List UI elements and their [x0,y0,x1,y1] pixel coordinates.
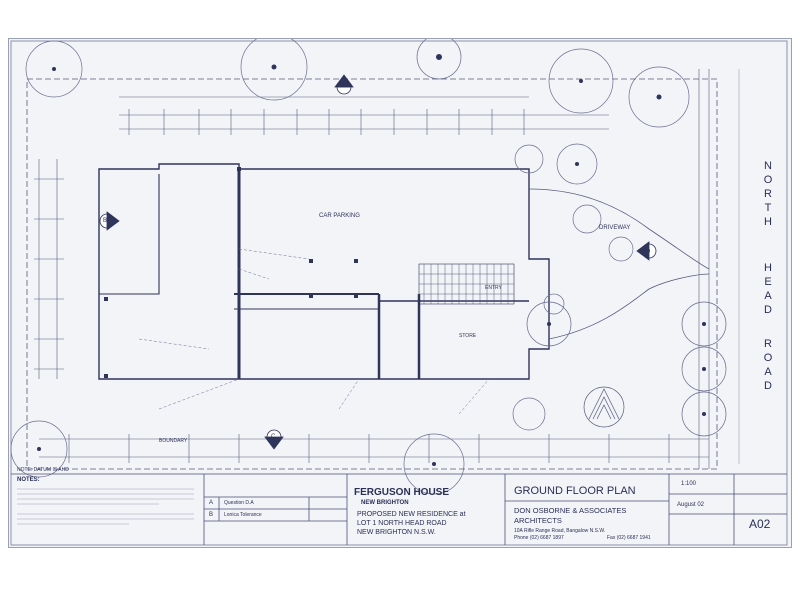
description-line-1: PROPOSED NEW RESIDENCE at [357,511,466,518]
notes-heading: NOTES: [17,477,40,483]
drawing-number: A02 [749,517,771,531]
road-name-letter: D [764,380,772,392]
road-name-letter: H [764,216,772,228]
drawing-title: GROUND FLOOR PLAN [514,485,636,497]
road-name-letter: A [764,290,772,302]
revision-b-code: B [209,512,214,518]
section-marker-d-letter: D [646,249,651,255]
road-name-letter: R [764,338,772,350]
label-note: NOTE: DATUM IS AHD [17,467,69,473]
ground-floor-plan: A B C D CAR PARKING DRIVEWAY ENTRY STORE… [10,39,788,546]
project-title: FERGUSON HOUSE [354,487,450,498]
road-name-letter: O [763,352,773,364]
revision-a-desc: Question D.A [224,500,254,506]
site-boundary [26,78,718,470]
section-marker-b-letter: B [103,218,107,224]
revision-a-code: A [209,500,214,506]
drawing-sheet: A B C D CAR PARKING DRIVEWAY ENTRY STORE… [8,38,792,548]
architect-fax: Fax (02) 6687 1941 [607,535,651,541]
label-store: STORE [459,333,477,339]
road-name-letter: O [763,174,773,186]
revision-b-desc: Lonica Tolerance [224,512,262,518]
road-name-letter: N [764,160,772,172]
architect-name: DON OSBORNE & ASSOCIATES [514,506,627,515]
description-line-3: NEW BRIGHTON N.S.W. [357,529,436,536]
date-value: August 02 [677,502,705,508]
road-name-letter: E [764,276,772,288]
description-line-2: LOT 1 NORTH HEAD ROAD [357,520,447,527]
section-marker-a-letter: A [340,83,344,89]
road-name-letter: H [764,262,772,274]
label-boundary: BOUNDARY [159,438,188,444]
road-name-letter: T [764,202,772,214]
road-name-letter: R [764,188,772,200]
architect-subtitle: ARCHITECTS [514,516,562,525]
road-name-letter: A [764,366,772,378]
architect-address: 10A Rifle Range Road, Bangalow N.S.W. [514,528,606,534]
road-name-letter: D [764,304,772,316]
scale-value: 1:100 [681,481,697,487]
north-arrow-icon [583,386,625,428]
project-subtitle: NEW BRIGHTON [361,500,409,506]
section-marker-c-letter: C [271,434,276,440]
label-entry: ENTRY [485,285,503,291]
label-car-parking: CAR PARKING [319,213,360,219]
architect-phone: Phone (02) 6687 1897 [514,535,564,541]
building-outline [98,163,550,380]
label-driveway: DRIVEWAY [599,225,630,231]
